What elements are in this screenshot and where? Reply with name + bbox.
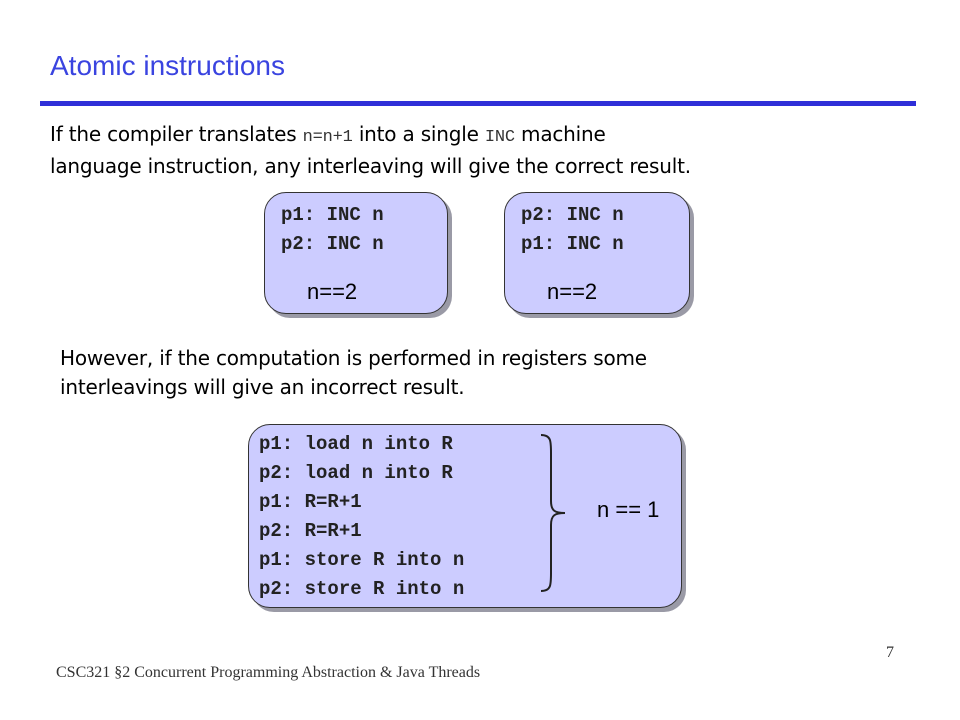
box2-result: n==2 bbox=[547, 279, 598, 304]
box2-line1: p2: INC n bbox=[521, 204, 624, 226]
page-number: 7 bbox=[886, 644, 894, 661]
box1-result: n==2 bbox=[307, 279, 358, 304]
code-inc: INC bbox=[484, 128, 515, 147]
intro-paragraph: If the compiler translates n=n+1 into a … bbox=[50, 120, 910, 181]
box3-line: p2: load n into R bbox=[259, 462, 453, 484]
intro-text-2: into a single bbox=[352, 122, 485, 146]
box1-line2: p2: INC n bbox=[281, 233, 384, 255]
interleaving-box-2: p2: INC n p1: INC n n==2 bbox=[504, 192, 690, 314]
box3-line: p2: R=R+1 bbox=[259, 520, 362, 542]
box2-line2: p1: INC n bbox=[521, 233, 624, 255]
code-n-plus-1: n=n+1 bbox=[302, 128, 353, 147]
register-text-line1: However, if the computation is performed… bbox=[60, 346, 647, 370]
box2-code: p2: INC n p1: INC n bbox=[521, 201, 624, 259]
slide-title: Atomic instructions bbox=[50, 50, 285, 81]
box3-line: p1: store R into n bbox=[259, 549, 465, 571]
intro-text-line2: language instruction, any interleaving w… bbox=[50, 154, 691, 178]
interleaving-box-1: p1: INC n p2: INC n n==2 bbox=[264, 192, 448, 314]
intro-text-1: If the compiler translates bbox=[50, 122, 303, 146]
box3-code: p1: load n into R p2: load n into R p1: … bbox=[259, 430, 464, 604]
title-underline bbox=[40, 101, 916, 106]
box1-line1: p1: INC n bbox=[281, 204, 384, 226]
register-paragraph: However, if the computation is performed… bbox=[60, 344, 920, 402]
intro-text-3: machine bbox=[514, 122, 606, 146]
box3-result: n == 1 bbox=[597, 497, 660, 522]
box3-line: p1: load n into R bbox=[259, 433, 453, 455]
register-text-line2: interleavings will give an incorrect res… bbox=[60, 375, 465, 399]
footer-course: CSC321 §2 Concurrent Programming Abstrac… bbox=[56, 664, 481, 681]
register-interleaving-box: p1: load n into R p2: load n into R p1: … bbox=[248, 424, 682, 608]
curly-brace-icon bbox=[540, 434, 566, 592]
box3-line: p2: store R into n bbox=[259, 578, 465, 600]
box3-line: p1: R=R+1 bbox=[259, 491, 362, 513]
box1-code: p1: INC n p2: INC n bbox=[281, 201, 384, 259]
